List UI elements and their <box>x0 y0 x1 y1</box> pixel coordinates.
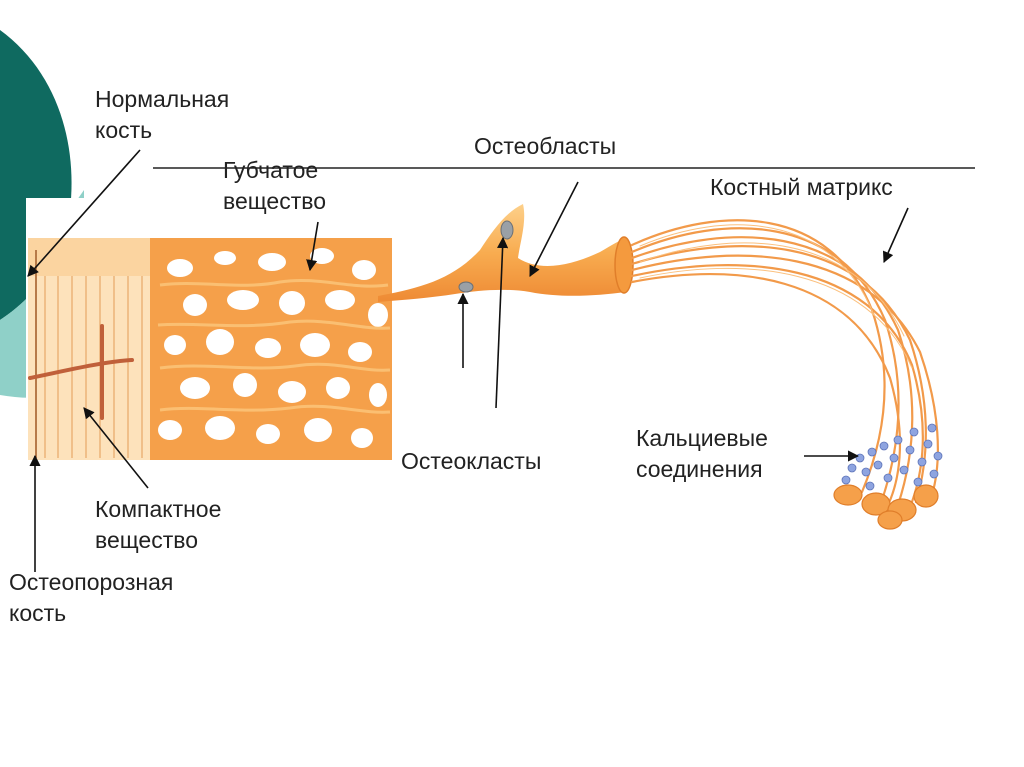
label-bone-matrix: Костный матрикс <box>710 172 893 203</box>
compact-bone-block <box>28 238 158 460</box>
label-compact-substance: Компактное вещество <box>95 494 221 556</box>
spongy-pore <box>326 377 350 399</box>
label-calcium-line1: Кальциевые <box>636 423 768 454</box>
collagen-funnel <box>378 204 633 302</box>
funnel-opening <box>615 237 633 293</box>
spongy-pore <box>233 373 257 397</box>
label-osteoblasts-text: Остеобласты <box>474 131 616 162</box>
label-osteoclasts-text: Остеокласты <box>401 446 541 477</box>
calcium-crystal <box>924 440 932 448</box>
spongy-pore <box>256 424 280 444</box>
spongy-pore <box>167 259 193 277</box>
calcium-crystal <box>894 436 902 444</box>
label-osteoporotic-bone: Остеопорозная кость <box>9 567 173 629</box>
label-osteoblasts: Остеобласты <box>474 131 616 162</box>
label-bone-matrix-text: Костный матрикс <box>710 172 893 203</box>
arrow-bone-matrix <box>884 208 908 262</box>
calcium-crystal <box>928 424 936 432</box>
label-calcium-line2: соединения <box>636 454 768 485</box>
spongy-pore <box>158 420 182 440</box>
spongy-pore <box>368 303 388 327</box>
funnel-body <box>378 204 632 302</box>
osteoblast-cell <box>501 221 513 239</box>
calcium-crystal <box>842 476 850 484</box>
calcium-crystal <box>906 446 914 454</box>
spongy-pore <box>348 342 372 362</box>
label-spongy-line1: Губчатое <box>223 155 326 186</box>
calcium-crystal <box>868 448 876 456</box>
spongy-pore <box>183 294 207 316</box>
fiber-end <box>914 485 938 507</box>
spongy-bone-block <box>150 238 392 460</box>
spongy-pore <box>206 329 234 355</box>
label-compact-line2: вещество <box>95 525 221 556</box>
spongy-pore <box>279 291 305 315</box>
fiber-end <box>878 511 902 529</box>
spongy-pore <box>205 416 235 440</box>
label-normal-bone-line2: кость <box>95 115 229 146</box>
label-osteoporotic-line1: Остеопорозная <box>9 567 173 598</box>
calcium-crystal <box>848 464 856 472</box>
calcium-crystal <box>880 442 888 450</box>
label-compact-line1: Компактное <box>95 494 221 525</box>
label-normal-bone-line1: Нормальная <box>95 84 229 115</box>
spongy-pore <box>325 290 355 310</box>
calcium-crystal <box>934 452 942 460</box>
label-osteoporotic-line2: кость <box>9 598 173 629</box>
spongy-pore <box>180 377 210 399</box>
fiber-highlight <box>640 268 912 368</box>
calcium-crystal <box>866 482 874 490</box>
spongy-pore <box>214 251 236 265</box>
label-calcium-compounds: Кальциевые соединения <box>636 423 768 485</box>
calcium-crystal <box>900 466 908 474</box>
label-normal-bone: Нормальная кость <box>95 84 229 146</box>
label-spongy-substance: Губчатое вещество <box>223 155 326 217</box>
spongy-pore <box>304 418 332 442</box>
calcium-crystal <box>884 474 892 482</box>
spongy-pore <box>255 338 281 358</box>
osteoclast-cell <box>459 282 473 292</box>
calcium-crystal <box>918 458 926 466</box>
compact-bone-top-band <box>28 238 158 276</box>
fiber-end <box>834 485 862 505</box>
arrow-osteoblasts <box>530 182 578 276</box>
calcium-crystal <box>910 428 918 436</box>
calcium-crystal <box>890 454 898 462</box>
calcium-crystal <box>930 470 938 478</box>
spongy-pore <box>351 428 373 448</box>
calcium-crystal <box>862 468 870 476</box>
spongy-pore <box>352 260 376 280</box>
spongy-pore <box>164 335 186 355</box>
label-spongy-line2: вещество <box>223 186 326 217</box>
spongy-pore <box>278 381 306 403</box>
spongy-pore <box>258 253 286 271</box>
spongy-pore <box>227 290 259 310</box>
spongy-pore <box>300 333 330 357</box>
label-osteoclasts: Остеокласты <box>401 446 541 477</box>
calcium-crystal <box>874 461 882 469</box>
calcium-crystal <box>914 478 922 486</box>
spongy-pore <box>369 383 387 407</box>
